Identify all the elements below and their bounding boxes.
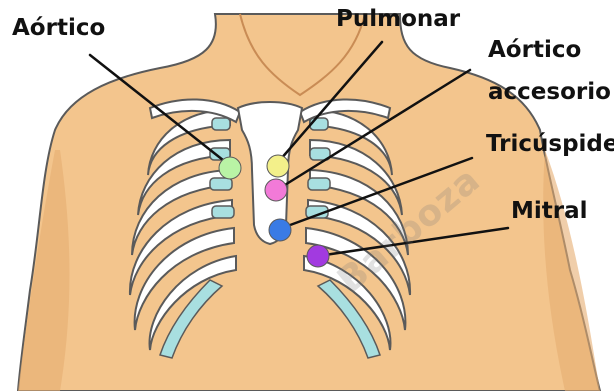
label-aortico-accesorio: Aórtico accesorio xyxy=(488,29,608,113)
label-aortico: Aórtico xyxy=(12,14,105,43)
aortic-point xyxy=(219,157,241,179)
tricuspid-point xyxy=(269,219,291,241)
accessory-aortic-point xyxy=(265,179,287,201)
label-mitral: Mitral xyxy=(511,197,588,226)
pulmonary-point xyxy=(267,155,289,177)
mitral-point xyxy=(307,245,329,267)
label-tricuspide: Tricúspide xyxy=(486,130,614,159)
label-pulmonar: Pulmonar xyxy=(336,5,460,34)
